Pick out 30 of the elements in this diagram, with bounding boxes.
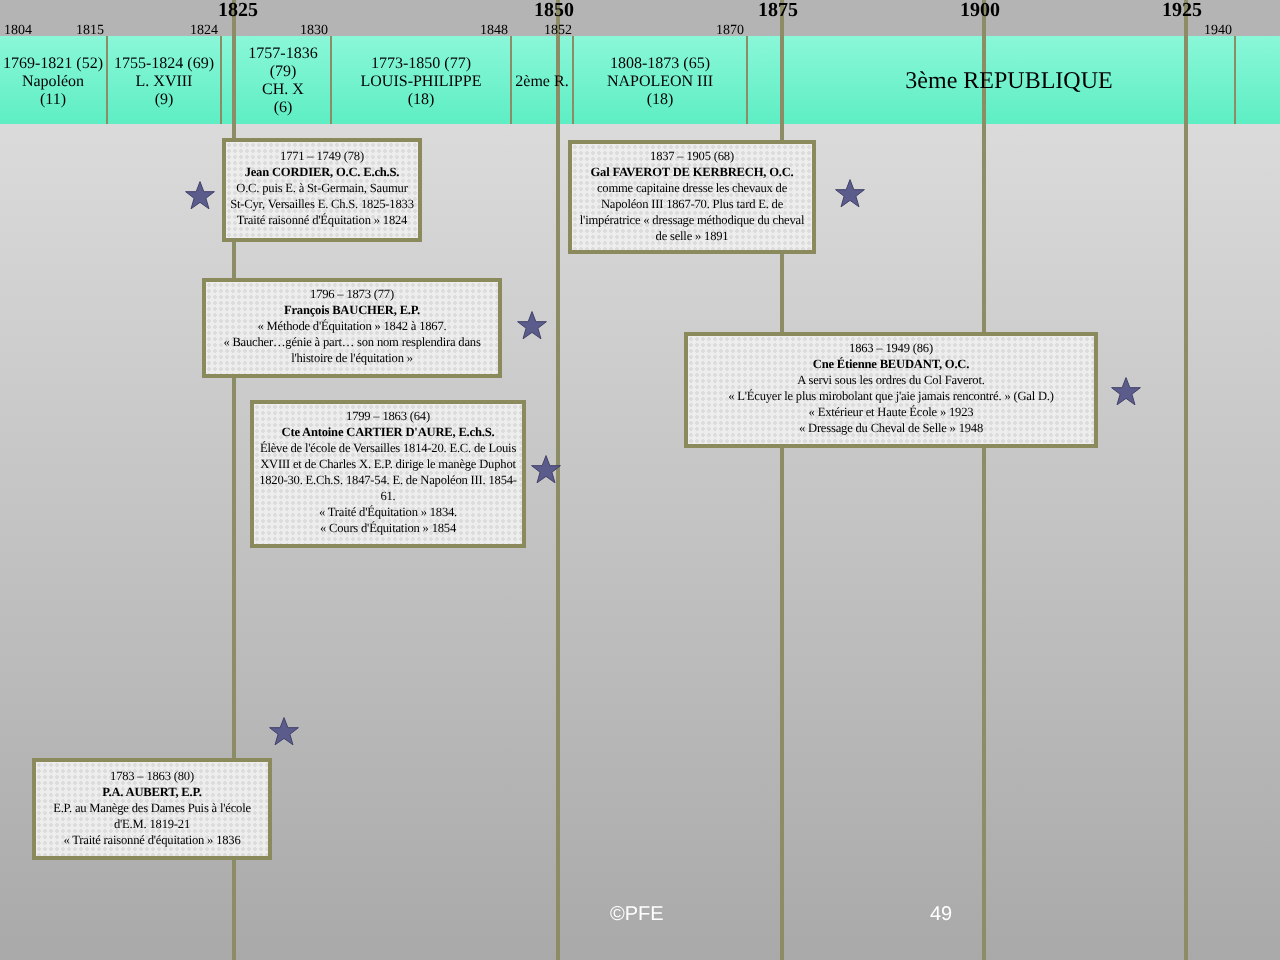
- reign-duration: (18): [646, 89, 674, 107]
- reign-name: CH. X: [262, 80, 304, 98]
- page-number: 49: [930, 904, 953, 926]
- date-range: 1757-1836 (79): [246, 44, 320, 80]
- biography-card: [202, 278, 502, 378]
- biography-card: [684, 332, 1098, 448]
- biography-card: [32, 758, 272, 860]
- date-range: 1773-1850 (77): [371, 53, 471, 71]
- date-range: 1808-1873 (65): [610, 53, 710, 71]
- biography-card: [250, 400, 526, 548]
- reign-name: Napoléon: [21, 71, 85, 89]
- year-label: 1875: [758, 0, 798, 22]
- reign-duration: (9): [154, 89, 174, 107]
- reign-name: 2ème R.: [515, 71, 569, 89]
- reign-name: 3ème REPUBLIQUE: [905, 71, 1113, 89]
- date-range: 1755-1824 (69): [114, 53, 214, 71]
- reign-duration: (18): [407, 89, 435, 107]
- biography-card: [568, 140, 816, 254]
- biography-card: [222, 138, 422, 242]
- reign-name: NAPOLEON III: [606, 71, 714, 89]
- reign-duration: (6): [273, 98, 293, 116]
- reign-name: LOUIS-PHILIPPE: [360, 71, 482, 89]
- reign-duration: (11): [39, 89, 67, 107]
- year-label: 1925: [1162, 0, 1202, 22]
- date-range: 1769-1821 (52): [3, 53, 103, 71]
- year-label: 1850: [534, 0, 574, 22]
- year-label: 1900: [960, 0, 1000, 22]
- copyright-text: ©PFE: [610, 904, 664, 926]
- reign-name: L. XVIII: [135, 71, 193, 89]
- year-label: 1825: [218, 0, 258, 22]
